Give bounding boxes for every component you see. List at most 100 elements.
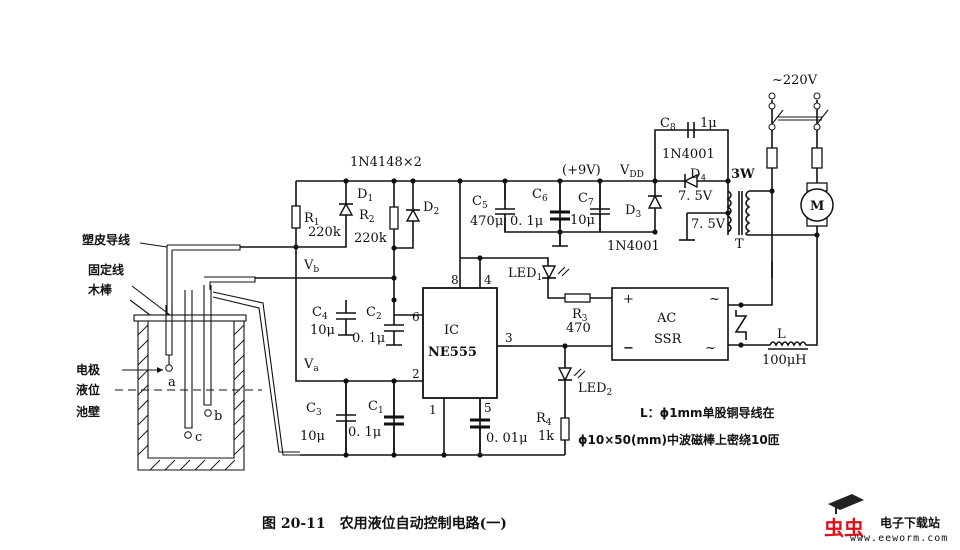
label-r4-value: 1k	[538, 429, 554, 444]
label-vdd: VDD	[619, 163, 644, 180]
label-r3: R3	[572, 307, 588, 324]
label-tank-wall: 池壁	[76, 404, 100, 419]
label-r2: R2	[359, 208, 375, 225]
ic-pin-8: 8	[451, 273, 459, 287]
label-led1: LED1	[508, 266, 542, 283]
resistors	[291, 205, 591, 441]
label-r1-value: 220k	[308, 225, 341, 240]
label-ne555: NE555	[428, 345, 477, 360]
ic-pin-5: 5	[484, 401, 492, 415]
label-vb: Vb	[303, 258, 319, 275]
label-c1-value: 0. 1μ	[348, 425, 381, 440]
ic-pin-3: 3	[505, 331, 513, 345]
label-r1: R1	[304, 211, 320, 228]
diode-d3	[647, 194, 663, 209]
label-c6-value: 0. 1μ	[510, 214, 543, 229]
ic-ne555	[422, 287, 498, 399]
label-ic: IC	[444, 323, 459, 338]
label-c-pin5-value: 0. 01μ	[486, 431, 528, 446]
label-tap1: 7. 5V	[678, 189, 713, 204]
label-r4: R4	[536, 411, 552, 428]
water-tank	[115, 242, 300, 471]
label-fixing-wire: 固定线	[88, 262, 124, 277]
varistor	[734, 310, 748, 340]
label-d3-part: 1N4001	[607, 239, 660, 254]
transformer-t	[726, 190, 751, 236]
capacitor-c8	[687, 122, 695, 138]
label-ssr-ac2: ~	[705, 341, 716, 356]
label-ssr: SSR	[654, 332, 683, 347]
label-plastic-wire: 塑皮导线	[82, 232, 130, 247]
inductor-l	[769, 341, 807, 347]
label-probe-a: a	[168, 375, 176, 390]
graduation-cap-icon	[828, 494, 864, 514]
label-c2: C2	[366, 305, 382, 322]
capacitors	[336, 122, 695, 455]
label-d3: D3	[625, 203, 641, 220]
label-level: 液位	[76, 382, 100, 397]
label-r3-value: 470	[566, 321, 591, 336]
label-c7: C7	[578, 191, 594, 208]
note-line-2: ϕ10×50(mm)中波磁棒上密绕10匝	[578, 432, 780, 447]
led-1	[541, 265, 570, 280]
label-transformer: T	[735, 237, 744, 252]
watermark-bug-1: 虫虫	[824, 516, 864, 540]
label-c3: C3	[306, 401, 322, 418]
fuse-1	[766, 147, 778, 169]
label-probe-c: c	[195, 430, 202, 445]
label-inductor: L	[777, 327, 786, 342]
label-c5-value: 470μ	[470, 214, 503, 229]
label-wood-rod: 木棒	[87, 282, 113, 297]
label-c6: C6	[532, 187, 548, 204]
label-c4: C4	[312, 305, 328, 322]
ic-pin-4: 4	[484, 273, 492, 287]
label-va: Va	[303, 357, 319, 374]
label-ssr-ac1: ~	[709, 292, 720, 307]
diode-d2	[405, 208, 421, 222]
resistor-r3	[564, 293, 591, 303]
label-c7-value: 10μ	[570, 213, 595, 228]
label-probe-b: b	[214, 409, 222, 424]
label-ssr-minus: −	[623, 341, 634, 356]
fuse-2	[811, 147, 823, 169]
ac-ssr	[611, 287, 729, 361]
label-c3-value: 10μ	[300, 429, 325, 444]
label-led2: LED2	[578, 381, 612, 398]
capacitor-c7	[590, 181, 610, 232]
diode-d4	[683, 173, 698, 189]
label-c8: C8	[660, 116, 676, 133]
label-c1: C1	[368, 399, 384, 416]
watermark-url: www.eeworm.com	[850, 533, 949, 544]
label-ssr-plus: +	[623, 292, 634, 307]
label-1n4148: 1N4148×2	[350, 155, 422, 170]
ic-pin-1: 1	[429, 403, 437, 417]
diodes	[338, 173, 698, 382]
resistor-r4	[560, 417, 570, 441]
watermark-logo: 虫虫 电子下载站 www.eeworm.com	[820, 492, 960, 548]
label-c5: C5	[472, 194, 488, 211]
motor	[800, 182, 834, 227]
label-transformer-power: 3W	[731, 167, 755, 182]
mains-switch	[768, 92, 829, 131]
label-supply-9v: (+9V)	[562, 163, 601, 178]
capacitor-c2	[384, 315, 404, 346]
resistor-r1	[291, 205, 301, 229]
label-c4-value: 10μ	[310, 323, 335, 338]
label-c2-value: 0. 1μ	[352, 331, 385, 346]
ic-pin-2: 2	[412, 367, 420, 381]
figure-caption: 图 20-11 农用液位自动控制电路(一)	[262, 516, 507, 532]
diode-d1	[338, 202, 354, 216]
label-motor: M	[810, 199, 824, 214]
label-mains-220v: ~220V	[772, 73, 818, 88]
capacitor-c4	[336, 300, 356, 336]
label-d4: D4	[690, 167, 706, 184]
label-d1: D1	[357, 187, 373, 204]
capacitor-c3	[336, 381, 356, 455]
label-r2-value: 220k	[354, 231, 387, 246]
label-d4-part: 1N4001	[662, 147, 715, 162]
resistor-r2	[389, 206, 399, 230]
label-electrode: 电极	[76, 362, 101, 377]
label-c8-value: 1μ	[700, 116, 717, 131]
watermark-title: 电子下载站	[880, 516, 941, 530]
